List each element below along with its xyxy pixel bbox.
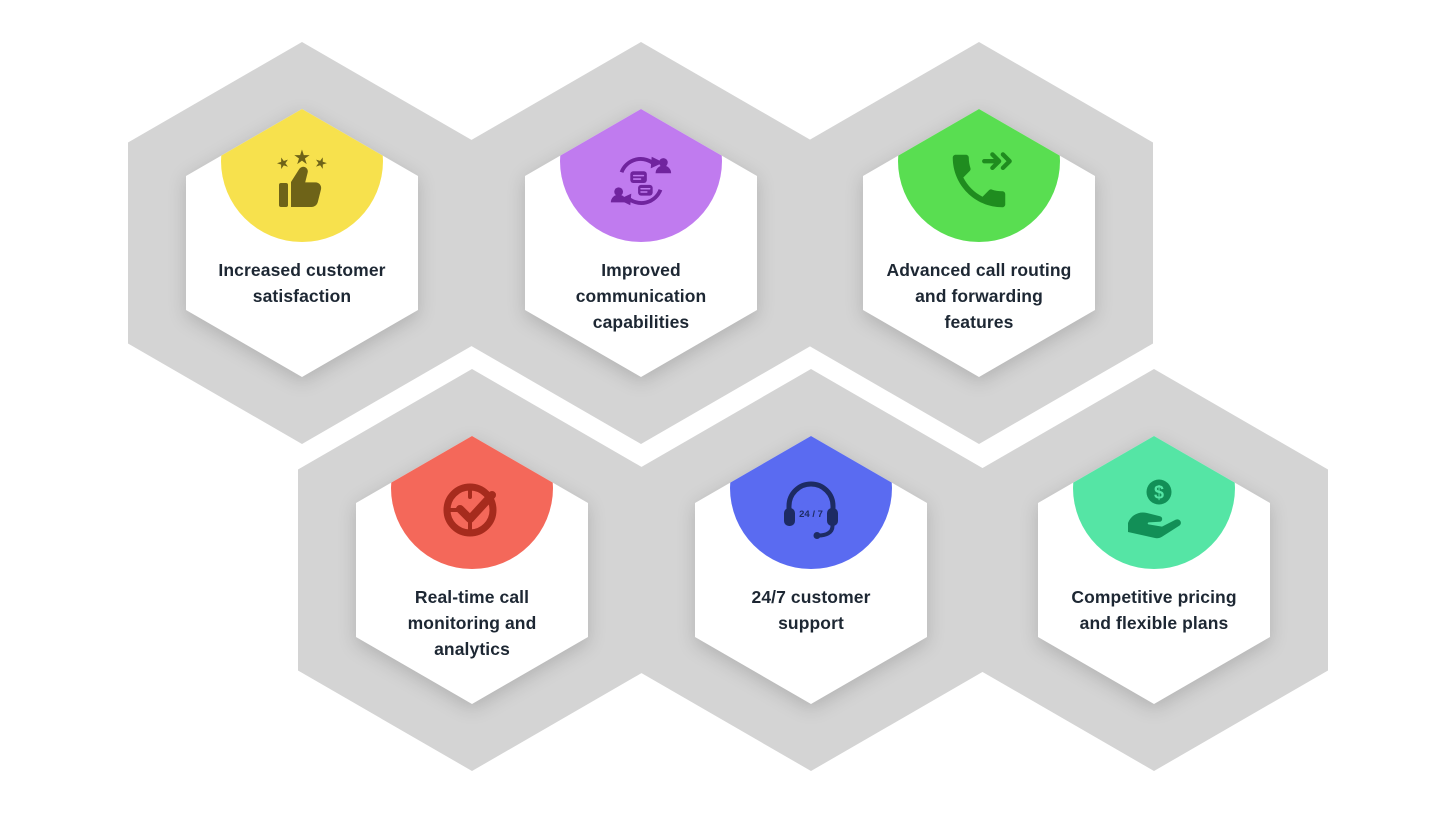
- card-hexagon: ★ ★ ★ Increased customer satisfaction: [186, 109, 418, 377]
- card-label: 24/7 customer support: [751, 587, 871, 633]
- card-hexagon: Improved communication capabilities: [525, 109, 757, 377]
- card-hexagon: Real-time call monitoring and analytics: [356, 436, 588, 704]
- phone-forward-icon: [937, 139, 1021, 223]
- hexagon-cell: Real-time call monitoring and analytics: [298, 369, 646, 771]
- svg-text:$: $: [1154, 483, 1164, 503]
- card-24-7-support: 24 / 7 24/7 customer support: [695, 436, 927, 704]
- svg-text:★: ★: [312, 153, 330, 173]
- hand-dollar-icon: $: [1112, 466, 1196, 550]
- card-improved-communication: Improved communication capabilities: [525, 109, 757, 377]
- hexagon-cell: 24 / 7 24/7 customer support: [637, 369, 985, 771]
- people-communication-cycle-icon: [599, 139, 683, 223]
- card-increased-customer-satisfaction: ★ ★ ★ Increased customer satisfaction: [186, 109, 418, 377]
- hexagon-cell: Advanced call routing and forwarding fea…: [805, 42, 1153, 444]
- hexagon-cell: Improved communication capabilities: [467, 42, 815, 444]
- hexagon-cell: ★ ★ ★ Increased customer satisfaction: [128, 42, 476, 444]
- card-hexagon: $ Competitive pricing and flexible plans: [1038, 436, 1270, 704]
- card-advanced-call-routing: Advanced call routing and forwarding fea…: [863, 109, 1095, 377]
- card-hexagon: 24 / 7 24/7 customer support: [695, 436, 927, 704]
- card-label: Real-time call monitoring and analytics: [407, 587, 537, 659]
- svg-text:★: ★: [293, 147, 311, 169]
- svg-text:24 / 7: 24 / 7: [799, 509, 823, 520]
- card-hexagon: Advanced call routing and forwarding fea…: [863, 109, 1095, 377]
- card-label: Advanced call routing and forwarding fea…: [886, 260, 1072, 332]
- card-label: Competitive pricing and flexible plans: [1071, 587, 1237, 633]
- card-label: Improved communication capabilities: [575, 260, 707, 332]
- headset-24-7-icon: 24 / 7: [769, 466, 853, 550]
- card-competitive-pricing: $ Competitive pricing and flexible plans: [1038, 436, 1270, 704]
- card-label: Increased customer satisfaction: [218, 260, 386, 306]
- svg-text:★: ★: [274, 153, 292, 173]
- hexagon-cell: $ Competitive pricing and flexible plans: [980, 369, 1328, 771]
- card-real-time-monitoring: Real-time call monitoring and analytics: [356, 436, 588, 704]
- thumbs-up-stars-icon: ★ ★ ★: [260, 139, 344, 223]
- clock-check-icon: [430, 466, 514, 550]
